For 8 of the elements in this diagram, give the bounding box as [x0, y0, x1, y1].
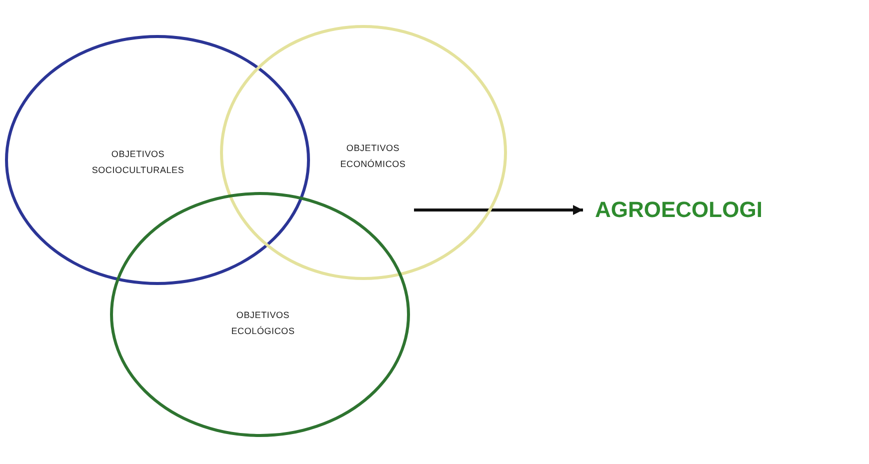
- venn-circle: [5, 35, 310, 285]
- venn-circle: [220, 25, 507, 280]
- circle-label: OBJETIVOS SOCIOCULTURALES: [90, 148, 186, 177]
- arrow: [414, 205, 583, 215]
- circle-label: OBJETIVOS ECOLÓGICOS: [230, 309, 296, 338]
- venn-circle: [110, 192, 410, 437]
- circle-label: OBJETIVOS ECONÓMICOS: [339, 142, 407, 171]
- result-label: AGROECOLOGI: [595, 194, 785, 226]
